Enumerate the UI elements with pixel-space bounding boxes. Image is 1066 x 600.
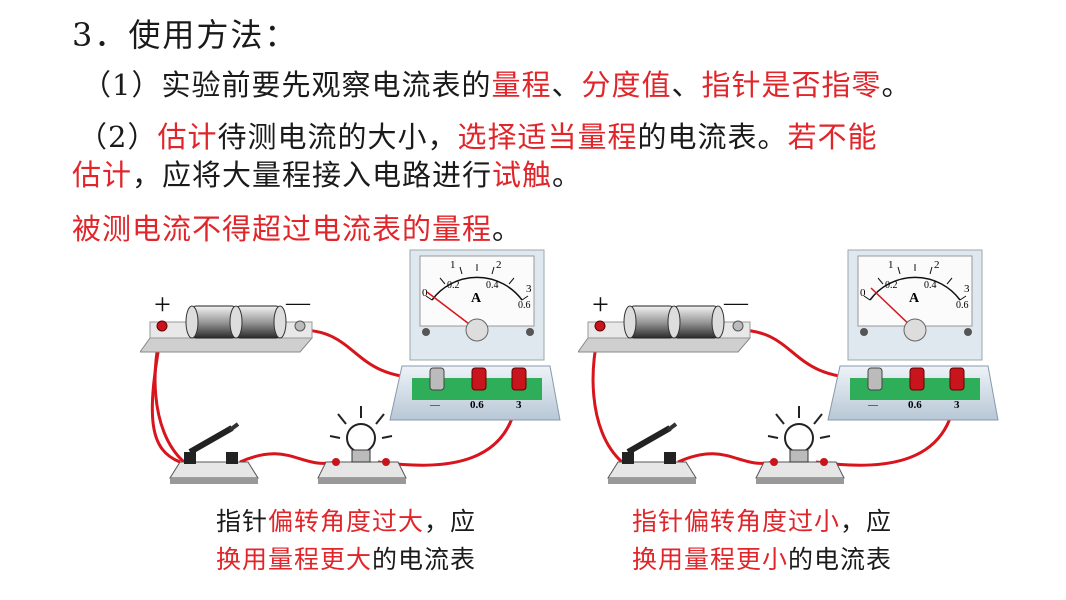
scale-bottom-3: 0.6 — [518, 300, 531, 311]
scale-top-1: 1 — [888, 259, 894, 271]
wire — [239, 452, 337, 465]
item1-sep2: 、 — [671, 68, 702, 102]
caption-left-1c: ，应 — [424, 507, 477, 536]
caption-left-2b: 的电流表 — [372, 545, 477, 574]
item1-range: 量程 — [491, 68, 552, 102]
item2-mid1: 待测电流的大小， — [217, 120, 458, 154]
battery-minus: — — [285, 290, 311, 316]
terminal-label-a: 0.6 — [908, 399, 922, 411]
circuit-right: + — 1 2 3 0.2 0.4 0.6 0 A 0.6 3 — — [578, 249, 999, 484]
item2-choose: 选择适当量程 — [457, 120, 638, 154]
section-heading: 3．使用方法： — [72, 10, 298, 56]
terminal-label-b: 3 — [954, 399, 960, 411]
item2-trial: 试触 — [492, 158, 553, 192]
rule-text: 被测电流不得超过电流表的量程 — [72, 212, 493, 246]
caption-right-1b: ，应 — [840, 507, 893, 536]
scale-bottom-2: 0.4 — [924, 280, 937, 291]
rule-end: 。 — [492, 212, 523, 246]
battery: + — — [578, 288, 752, 353]
item2-mid2: 的电流表。 — [637, 120, 788, 154]
terminal-label-a: 0.6 — [470, 399, 484, 411]
battery-plus: + — [154, 288, 171, 321]
item1-prefix: （1）实验前要先观察电流表的 — [82, 68, 492, 102]
item-2-line-2: 估计，应将大量程接入电路进行试触。 — [72, 152, 582, 194]
item2-estimate: 估计 — [157, 120, 218, 154]
terminal-label-b: 3 — [516, 399, 522, 411]
caption-right-2a: 换用量程更小 — [632, 545, 789, 574]
ammeter: 1 2 3 0.2 0.4 0.6 0 A 0.6 3 — — [389, 249, 561, 421]
caption-right-line-2: 换用量程更小的电流表 — [632, 540, 892, 576]
scale-bottom-2: 0.4 — [486, 280, 499, 291]
terminal-label-minus: — — [429, 400, 441, 411]
item1-end: 。 — [881, 68, 912, 102]
scale-zero: 0 — [422, 287, 428, 299]
meter-unit: A — [471, 291, 482, 306]
scale-bottom-3: 0.6 — [956, 300, 969, 311]
ammeter: 1 2 3 0.2 0.4 0.6 0 A 0.6 3 — — [827, 249, 999, 421]
scale-bottom-1: 0.2 — [447, 280, 460, 291]
item-2-line-1: （2）估计待测电流的大小，选择适当量程的电流表。若不能 — [78, 114, 878, 156]
item-1: （1）实验前要先观察电流表的量程、分度值、指针是否指零。 — [82, 62, 912, 104]
heading-number: 3 — [72, 16, 95, 54]
item2-end: 。 — [552, 158, 583, 192]
battery: + — — [140, 288, 314, 353]
caption-left-2a: 换用量程更大 — [216, 545, 373, 574]
item2-cannot1: 若不能 — [787, 120, 878, 154]
battery-minus: — — [723, 290, 749, 316]
item1-division: 分度值 — [581, 68, 672, 102]
switch — [169, 422, 259, 484]
switch — [607, 422, 697, 484]
terminal-label-minus: — — [867, 400, 879, 411]
caption-right-line-1: 指针偏转角度过小，应 — [632, 502, 892, 538]
scale-top-3: 3 — [964, 283, 970, 295]
item2-prefix: （2） — [78, 120, 158, 154]
caption-right-2b: 的电流表 — [788, 545, 893, 574]
caption-left-1b: 偏转角度过大 — [268, 507, 425, 536]
rule-line: 被测电流不得超过电流表的量程。 — [72, 206, 522, 248]
item2-mid3: ，应将大量程接入电路进行 — [132, 158, 493, 192]
meter-ticks — [425, 264, 529, 301]
scale-top-2: 2 — [934, 259, 940, 271]
scale-top-2: 2 — [496, 259, 502, 271]
item1-pointer: 指针是否指零 — [701, 68, 882, 102]
light-bulb — [755, 406, 845, 484]
scale-bottom-1: 0.2 — [885, 280, 898, 291]
scale-top-3: 3 — [526, 283, 532, 295]
caption-right-1a: 指针偏转角度过小 — [632, 507, 841, 536]
caption-left-line-2: 换用量程更大的电流表 — [216, 540, 476, 576]
item1-sep1: 、 — [551, 68, 582, 102]
meter-unit: A — [909, 291, 920, 306]
circuit-left: + — 1 2 3 0.2 0.4 0.6 0 A 0.6 3 — — [140, 249, 561, 484]
wire — [677, 452, 775, 465]
light-bulb — [317, 406, 407, 484]
caption-left-line-1: 指针偏转角度过大，应 — [216, 502, 476, 538]
battery-plus: + — [592, 288, 609, 321]
scale-zero: 0 — [860, 287, 866, 299]
heading-label: ．使用方法： — [94, 16, 299, 54]
meter-ticks — [863, 264, 967, 301]
caption-left-1a: 指针 — [216, 507, 269, 536]
item2-cannot2: 估计 — [72, 158, 133, 192]
scale-top-1: 1 — [450, 259, 456, 271]
